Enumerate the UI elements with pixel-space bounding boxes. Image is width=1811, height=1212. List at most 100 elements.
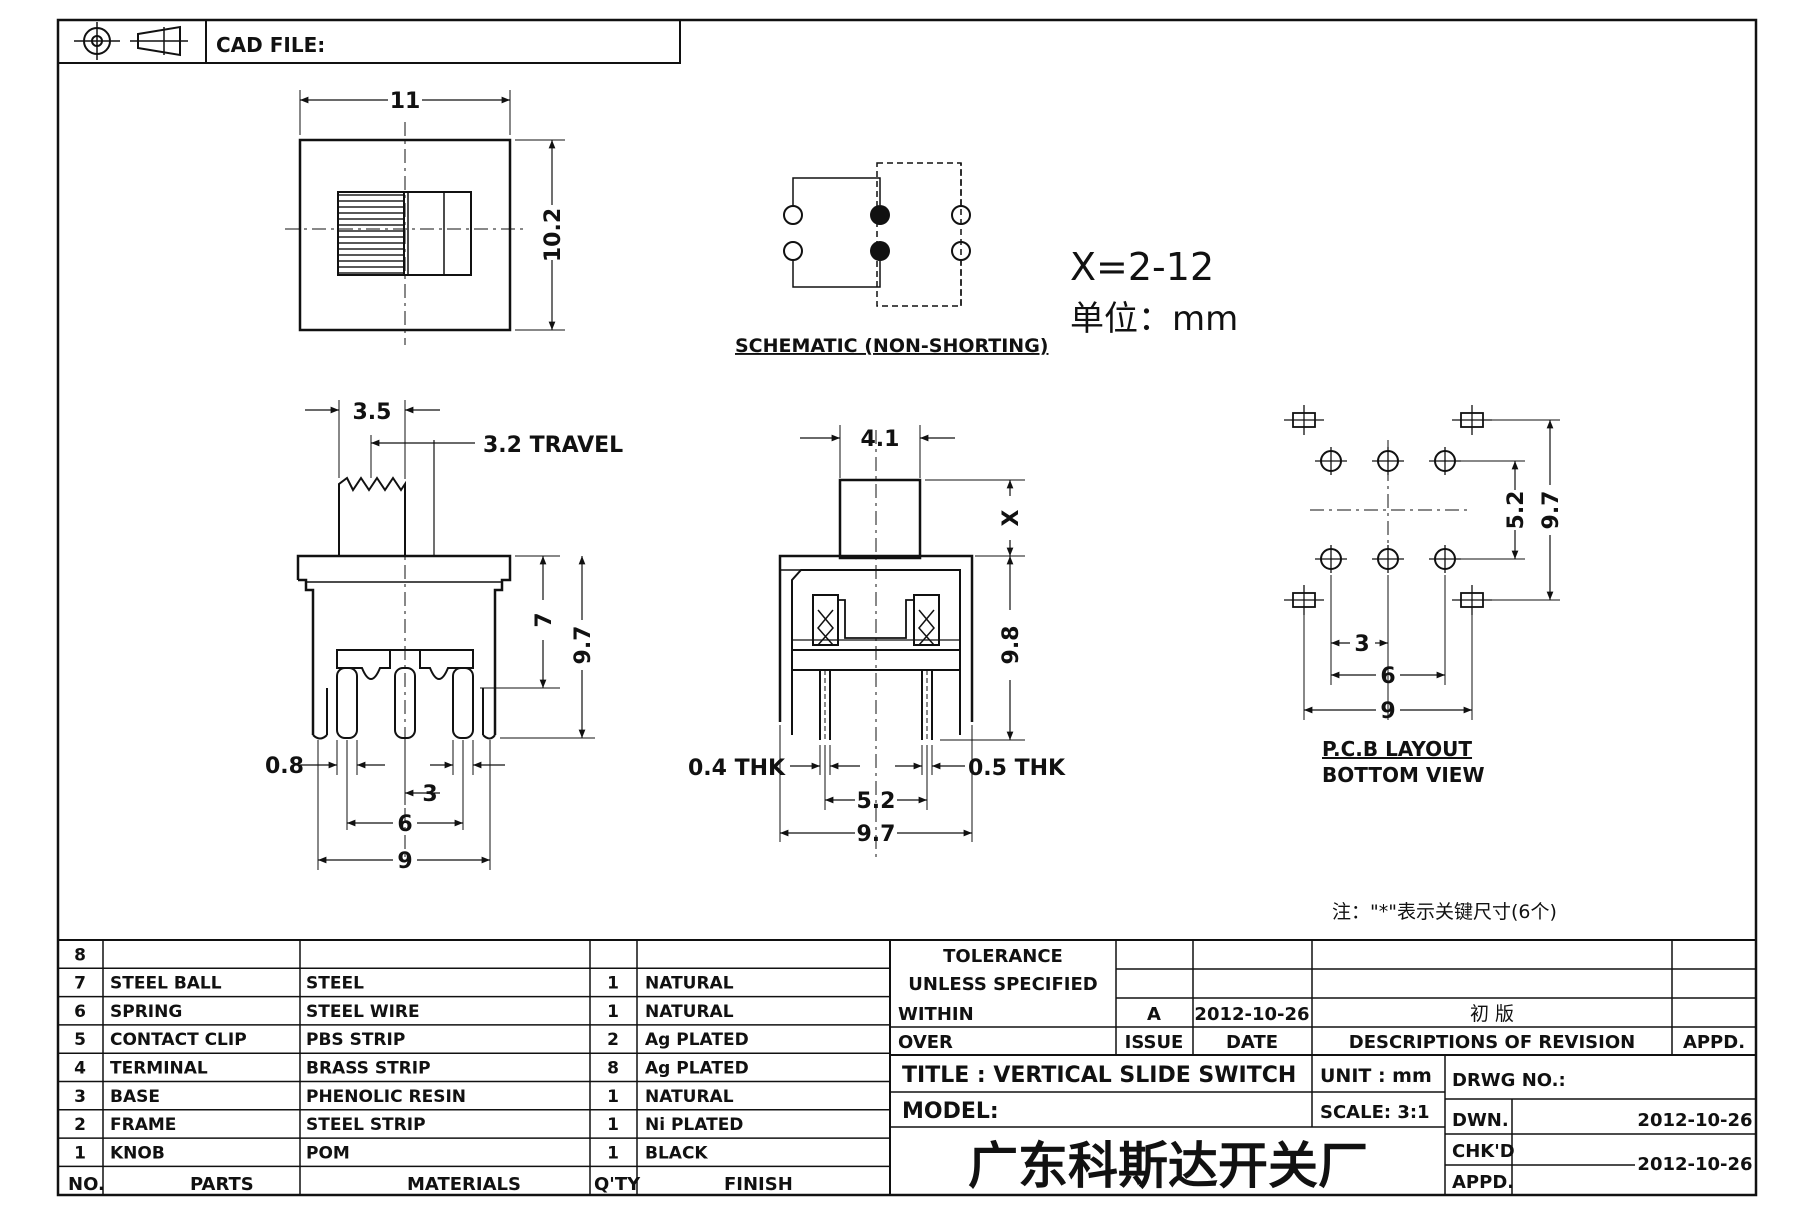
bom-header-no: NO. xyxy=(68,1174,105,1195)
bom-cell-no: 5 xyxy=(74,1030,86,1050)
company-name: 广东科斯达开关厂 xyxy=(968,1137,1368,1195)
bom-cell-no: 1 xyxy=(74,1143,86,1163)
bom-cell-qty: 1 xyxy=(607,1002,619,1022)
bom-cell-qty: 1 xyxy=(607,1087,619,1107)
title-block: TOLERANCE UNLESS SPECIFIED WITHIN OVER A… xyxy=(889,939,1757,1196)
front-knob-height: X xyxy=(999,509,1024,526)
side-pitch-3: 3 xyxy=(422,782,437,807)
table-row: 8 xyxy=(74,945,86,965)
issue-label: ISSUE xyxy=(1125,1032,1184,1053)
date-label: DATE xyxy=(1226,1032,1278,1053)
star-note: 注："*"表示关键尺寸(6个) xyxy=(1332,901,1557,923)
side-total-height: 9.7 xyxy=(571,626,596,665)
pcb-overall-height: 9.7 xyxy=(1539,491,1564,530)
model-label: MODEL: xyxy=(902,1099,999,1124)
cad-file-label: CAD FILE: xyxy=(216,33,325,57)
header: CAD FILE: xyxy=(57,19,681,64)
pcb-pitch-6: 6 xyxy=(1380,664,1395,689)
appd2-label: APPD. xyxy=(1452,1172,1514,1193)
bom-cell-material: STEEL STRIP xyxy=(306,1115,426,1135)
bom-cell-material: POM xyxy=(306,1143,350,1163)
unless-specified-label: UNLESS SPECIFIED xyxy=(908,974,1097,995)
front-height: 9.8 xyxy=(999,626,1024,665)
dwn-date: 2012-10-26 xyxy=(1637,1110,1752,1131)
bom-cell-material: PBS STRIP xyxy=(306,1030,405,1050)
mounting-hole-icon xyxy=(1284,405,1492,615)
front-left-thk: 0.4 THK xyxy=(688,756,786,781)
tolerance-label: TOLERANCE xyxy=(943,946,1063,967)
bom-header-qty: Q'TY xyxy=(594,1174,641,1195)
bom-cell-qty: 2 xyxy=(607,1030,619,1050)
bom-cell-no: 7 xyxy=(74,974,86,994)
bom-cell-finish: NATURAL xyxy=(645,1087,734,1107)
projection-symbol-icon xyxy=(74,22,188,60)
x-range-note: X=2-12 xyxy=(1070,245,1214,289)
bom-cell-no: 8 xyxy=(74,945,86,965)
side-pitch-6: 6 xyxy=(397,812,412,837)
top-width-dim: 11 xyxy=(390,89,421,114)
bom-cell-no: 3 xyxy=(74,1087,86,1107)
dwn-label: DWN. xyxy=(1452,1110,1509,1131)
unit-note: 单位：mm xyxy=(1070,299,1238,339)
front-right-thk: 0.5 THK xyxy=(968,756,1066,781)
bom-cell-finish: NATURAL xyxy=(645,974,734,994)
front-knob-width: 4.1 xyxy=(861,427,900,452)
pcb-layout: 5.2 9.7 3 6 9 P.C.B LAYOUT BOTTOM VIEW xyxy=(1284,405,1564,787)
side-travel: 3.2 TRAVEL xyxy=(483,433,623,458)
side-view: 3.5 3.2 TRAVEL 7 9.7 0.8 3 xyxy=(265,400,623,874)
side-frame-height: 7 xyxy=(532,612,557,627)
bom-cell-no: 6 xyxy=(74,1002,86,1022)
bom-cell-part: TERMINAL xyxy=(110,1059,208,1079)
bom-cell-material: STEEL xyxy=(306,974,364,994)
rev-date: 2012-10-26 xyxy=(1194,1004,1309,1025)
table-row: 1 KNOB POM 1 BLACK xyxy=(74,1143,708,1163)
bom-cell-qty: 1 xyxy=(607,974,619,994)
bom-cell-material: STEEL WIRE xyxy=(306,1002,420,1022)
bom-cell-material: BRASS STRIP xyxy=(306,1059,431,1079)
bom-header-parts: PARTS xyxy=(190,1174,254,1195)
appd-label: APPD. xyxy=(1683,1032,1745,1053)
pcb-caption-line1: P.C.B LAYOUT xyxy=(1322,737,1472,761)
bom-cell-part: FRAME xyxy=(110,1115,176,1135)
bom-cell-material: PHENOLIC RESIN xyxy=(306,1087,466,1107)
bom-cell-part: STEEL BALL xyxy=(110,974,222,994)
chkd-label: CHK'D xyxy=(1452,1141,1515,1162)
chkd-date: 2012-10-26 xyxy=(1637,1154,1752,1175)
bom-header-finish: FINISH xyxy=(724,1174,793,1195)
table-row: 3 BASE PHENOLIC RESIN 1 NATURAL xyxy=(74,1087,734,1107)
title-text: TITLE : VERTICAL SLIDE SWITCH xyxy=(902,1063,1296,1088)
pcb-caption-line2: BOTTOM VIEW xyxy=(1322,763,1485,787)
bom-cell-qty: 1 xyxy=(607,1115,619,1135)
bom-cell-qty: 8 xyxy=(607,1059,619,1079)
bom-cell-part: BASE xyxy=(110,1087,160,1107)
bom-cell-qty: 1 xyxy=(607,1143,619,1163)
scale-text: SCALE: 3:1 xyxy=(1320,1102,1430,1123)
bom-cell-finish: Ni PLATED xyxy=(645,1115,743,1135)
bom-cell-no: 2 xyxy=(74,1115,86,1135)
table-row: 7 STEEL BALL STEEL 1 NATURAL xyxy=(74,974,734,994)
front-inner-width: 5.2 xyxy=(857,789,896,814)
desc-label: DESCRIPTIONS OF REVISION xyxy=(1349,1032,1635,1053)
schematic: SCHEMATIC (NON-SHORTING) xyxy=(735,162,1048,357)
table-row: 2 FRAME STEEL STRIP 1 Ni PLATED xyxy=(74,1115,743,1135)
bom-header-materials: MATERIALS xyxy=(407,1174,521,1195)
bom-cell-finish: BLACK xyxy=(645,1143,708,1163)
bom-cell-finish: NATURAL xyxy=(645,1002,734,1022)
pcb-row-spacing: 5.2 xyxy=(1504,491,1529,530)
front-outer-width: 9.7 xyxy=(857,822,896,847)
top-view: 11 10.2 xyxy=(285,89,566,345)
pin-hole-icon xyxy=(1315,447,1461,573)
bom-cell-no: 4 xyxy=(74,1059,86,1079)
bom-cell-part: KNOB xyxy=(110,1143,165,1163)
front-view: 4.1 X 9.8 0.4 THK 0.5 THK 5.2 9 xyxy=(688,425,1066,860)
rev-desc: 初 版 xyxy=(1470,1003,1514,1025)
drwg-no-label: DRWG NO.: xyxy=(1452,1070,1566,1091)
pcb-pitch-3: 3 xyxy=(1354,632,1369,657)
top-height-dim: 10.2 xyxy=(541,208,566,262)
side-pin-width: 0.8 xyxy=(265,754,304,779)
